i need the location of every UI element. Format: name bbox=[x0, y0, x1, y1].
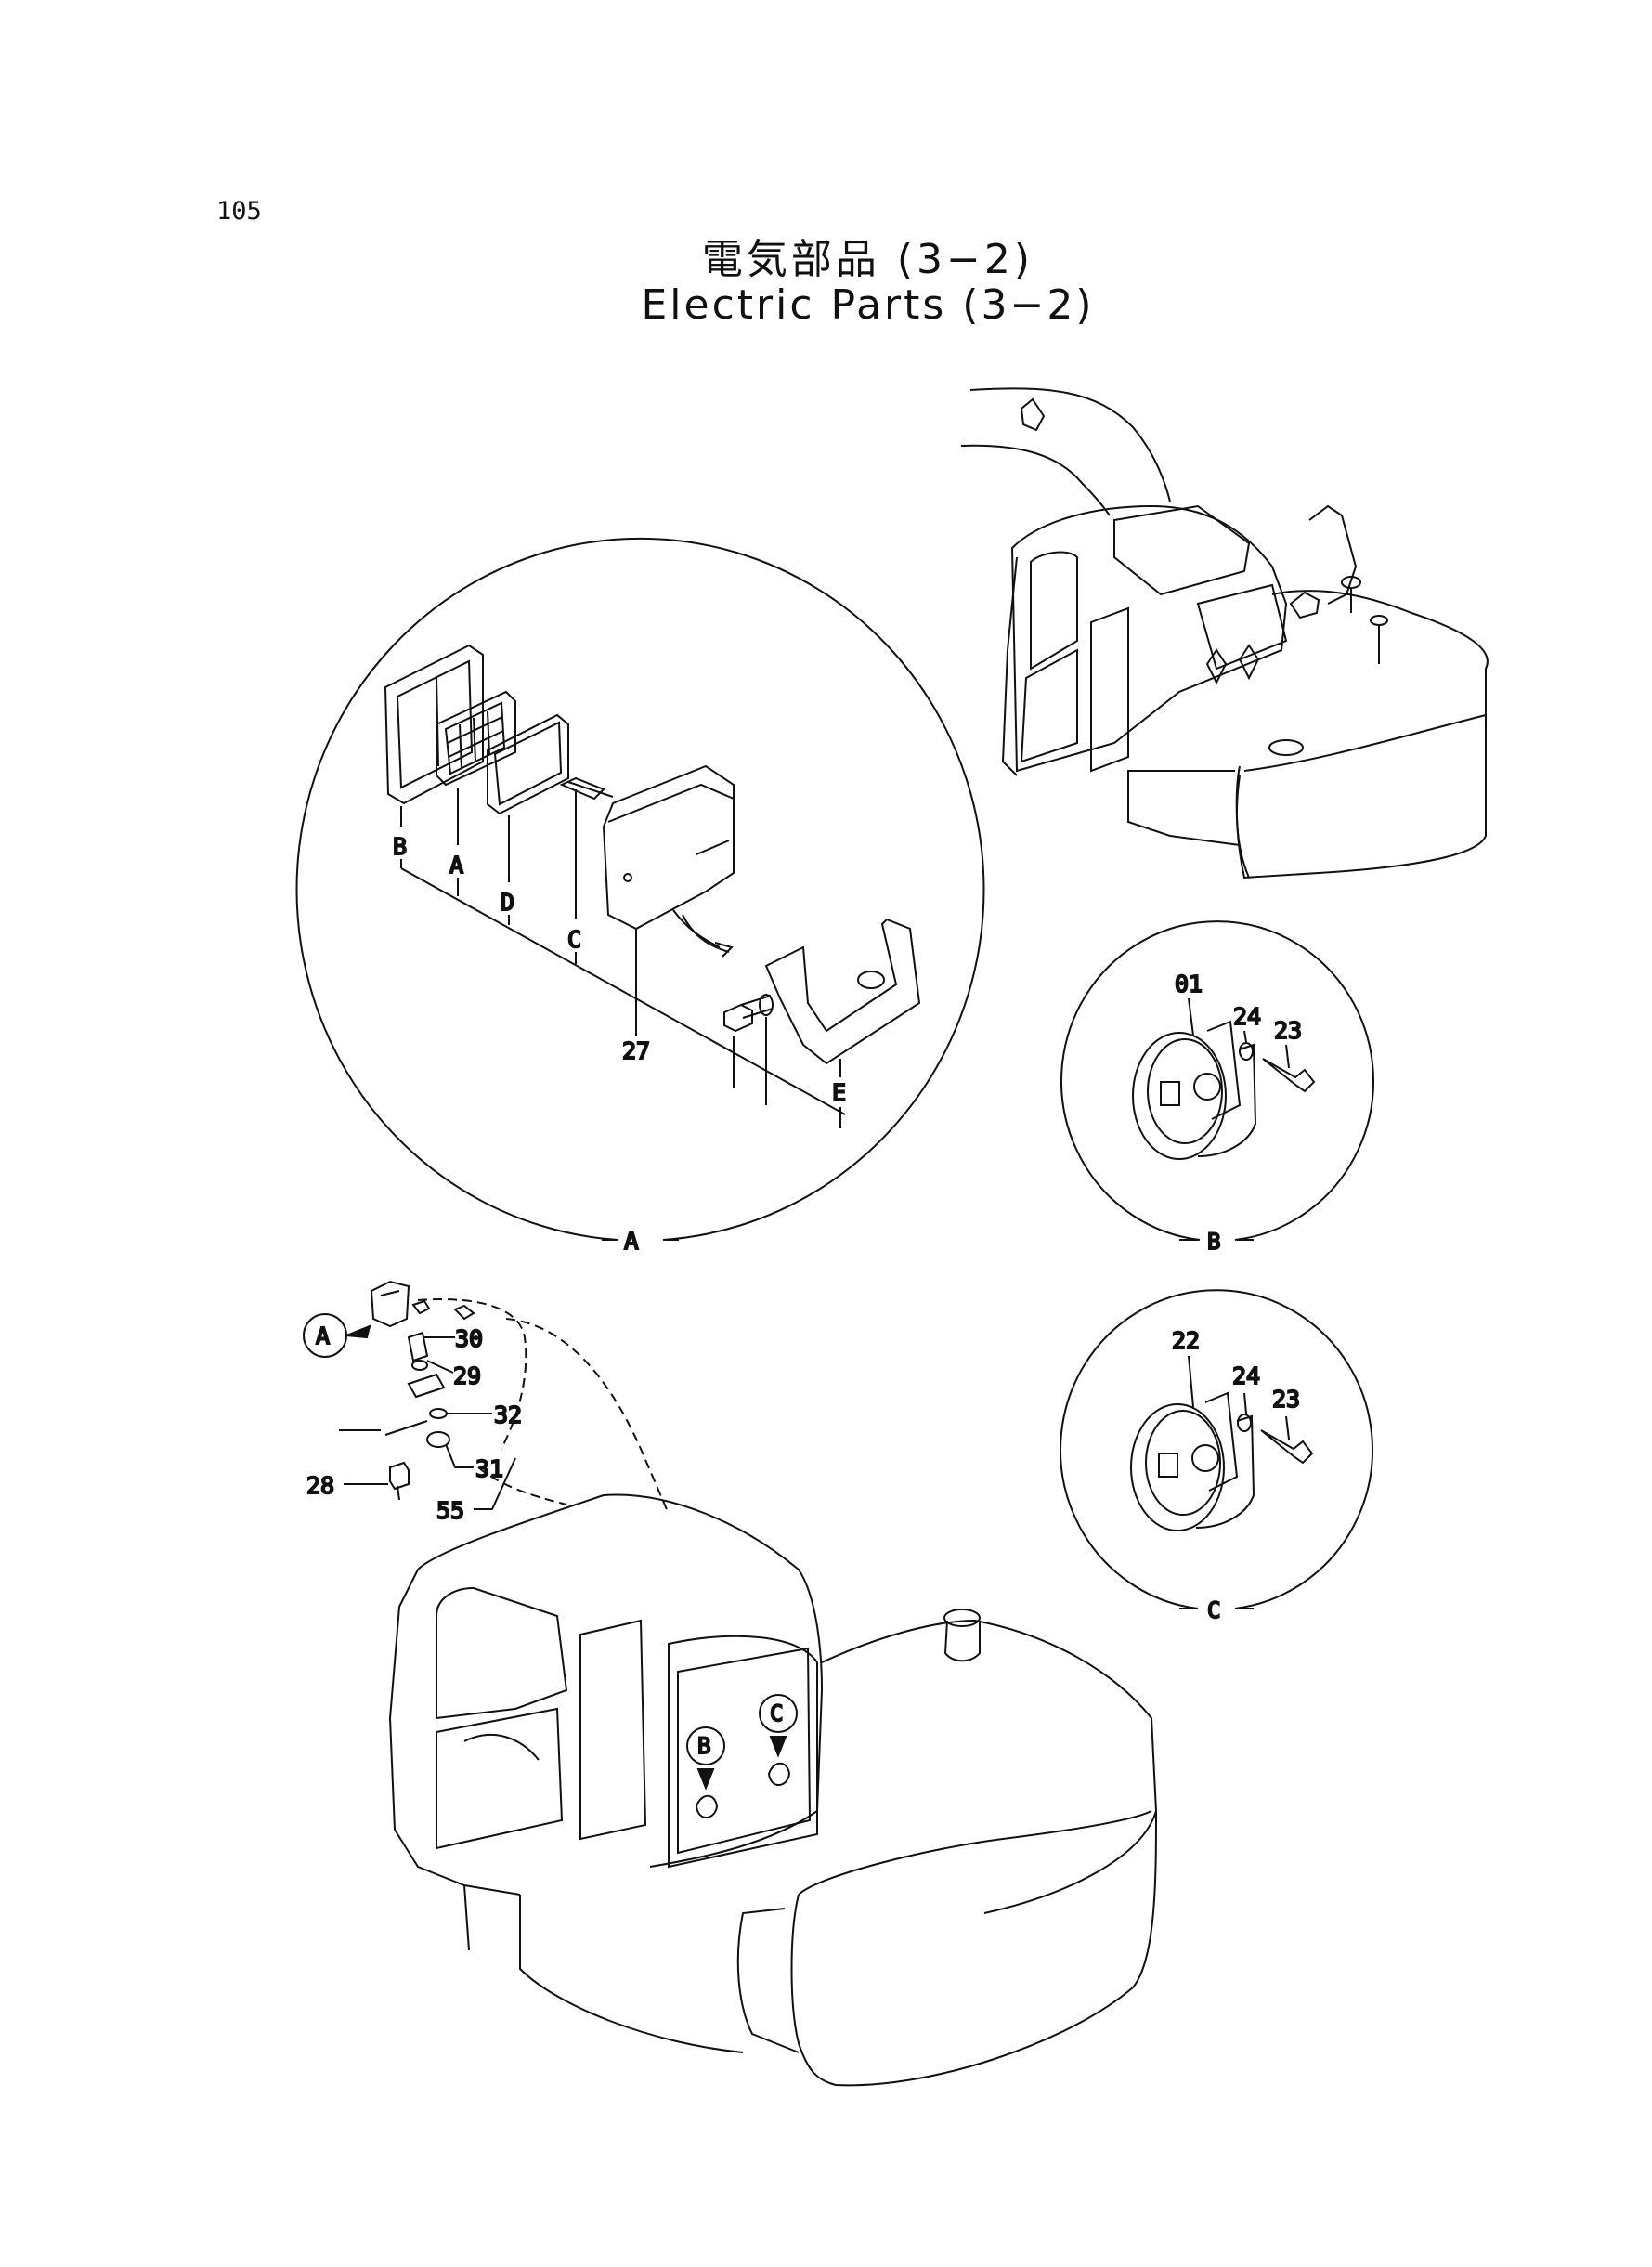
label-24-b: 24 bbox=[1233, 1003, 1261, 1030]
detail-a: A bbox=[295, 537, 985, 1257]
detail-b: B 01 24 23 bbox=[1060, 920, 1374, 1256]
title-japanese: 電気部品 (3−2) bbox=[701, 236, 1034, 283]
label-b: B bbox=[393, 833, 407, 860]
marker-b: B bbox=[697, 1733, 710, 1759]
detail-c-label: C bbox=[1207, 1597, 1220, 1623]
label-30: 30 bbox=[455, 1325, 483, 1352]
label-24-c: 24 bbox=[1232, 1362, 1260, 1389]
page-number: 105 bbox=[216, 197, 262, 226]
label-d: D bbox=[501, 889, 514, 916]
label-c: C bbox=[567, 926, 581, 953]
detail-a-label: A bbox=[624, 1228, 639, 1256]
label-22: 22 bbox=[1172, 1327, 1200, 1354]
main-machine: A 30 29 32 31 28 55 B C bbox=[303, 1280, 1158, 2087]
label-55: 55 bbox=[436, 1497, 464, 1524]
label-01: 01 bbox=[1175, 971, 1203, 997]
detail-b-label: B bbox=[1207, 1229, 1220, 1255]
label-32: 32 bbox=[494, 1401, 522, 1428]
label-29: 29 bbox=[453, 1362, 481, 1389]
label-27: 27 bbox=[622, 1037, 650, 1064]
label-23-c: 23 bbox=[1272, 1386, 1300, 1413]
label-28: 28 bbox=[306, 1472, 334, 1499]
marker-c: C bbox=[770, 1700, 783, 1726]
marker-a: A bbox=[316, 1322, 330, 1349]
label-a: A bbox=[449, 852, 463, 879]
overview-machine bbox=[960, 387, 1489, 879]
title-english: Electric Parts (3−2) bbox=[641, 281, 1095, 329]
detail-c: C 22 24 23 bbox=[1060, 1289, 1373, 1624]
label-e: E bbox=[832, 1079, 846, 1106]
label-23-b: 23 bbox=[1274, 1017, 1302, 1044]
label-31: 31 bbox=[475, 1455, 503, 1482]
